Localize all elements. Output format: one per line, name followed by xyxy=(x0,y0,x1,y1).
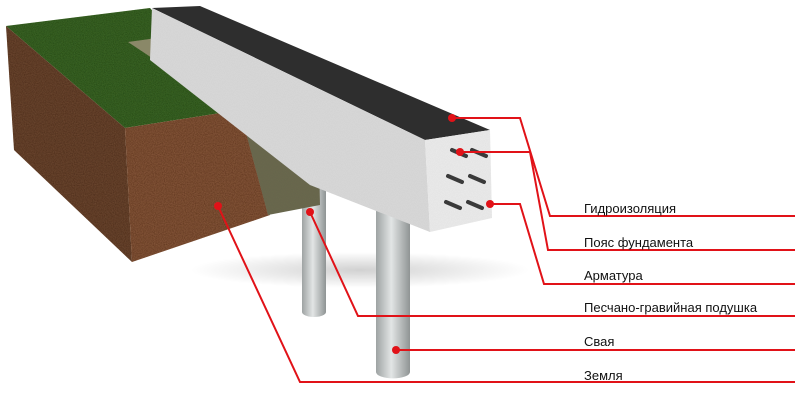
label-pile: Свая xyxy=(584,334,615,349)
piles xyxy=(302,185,410,379)
pile-front xyxy=(376,205,410,379)
label-waterproofing: Гидроизоляция xyxy=(584,201,677,216)
soil-front xyxy=(125,110,270,262)
waterproofing-top xyxy=(152,6,490,140)
leader-dot-soil xyxy=(214,202,222,210)
rebar-bar xyxy=(468,174,486,184)
rebar-bar xyxy=(446,174,464,184)
leader-dot-rebar xyxy=(486,200,494,208)
label-sand-gravel-cushion: Песчано-гравийная подушка xyxy=(584,300,758,315)
label-foundation-belt: Пояс фундамента xyxy=(584,235,694,250)
leader-line-cushion xyxy=(309,211,795,317)
soil-block xyxy=(6,8,270,262)
rebar-bar xyxy=(466,200,484,210)
leader-dot-cushion xyxy=(306,208,314,216)
label-soil: Земля xyxy=(584,368,623,383)
leader-dot-waterproofing xyxy=(448,114,456,122)
leader-line-soil xyxy=(217,205,795,383)
belt-side xyxy=(150,8,430,232)
leader-dot-foundation-belt xyxy=(456,148,464,156)
label-rebar: Арматура xyxy=(584,268,643,283)
pile-back xyxy=(302,185,326,317)
leader-line-rebar xyxy=(490,203,795,285)
leader-dot-pile xyxy=(392,346,400,354)
soil-side-left xyxy=(6,26,132,262)
rebar-bar xyxy=(444,200,462,210)
ground-shadow xyxy=(190,252,530,288)
leader-line-foundation-belt xyxy=(460,151,795,251)
leader-line-waterproofing xyxy=(452,117,795,217)
grass-top xyxy=(6,8,240,128)
leader-lines xyxy=(217,117,795,383)
leader-dots xyxy=(214,114,494,354)
